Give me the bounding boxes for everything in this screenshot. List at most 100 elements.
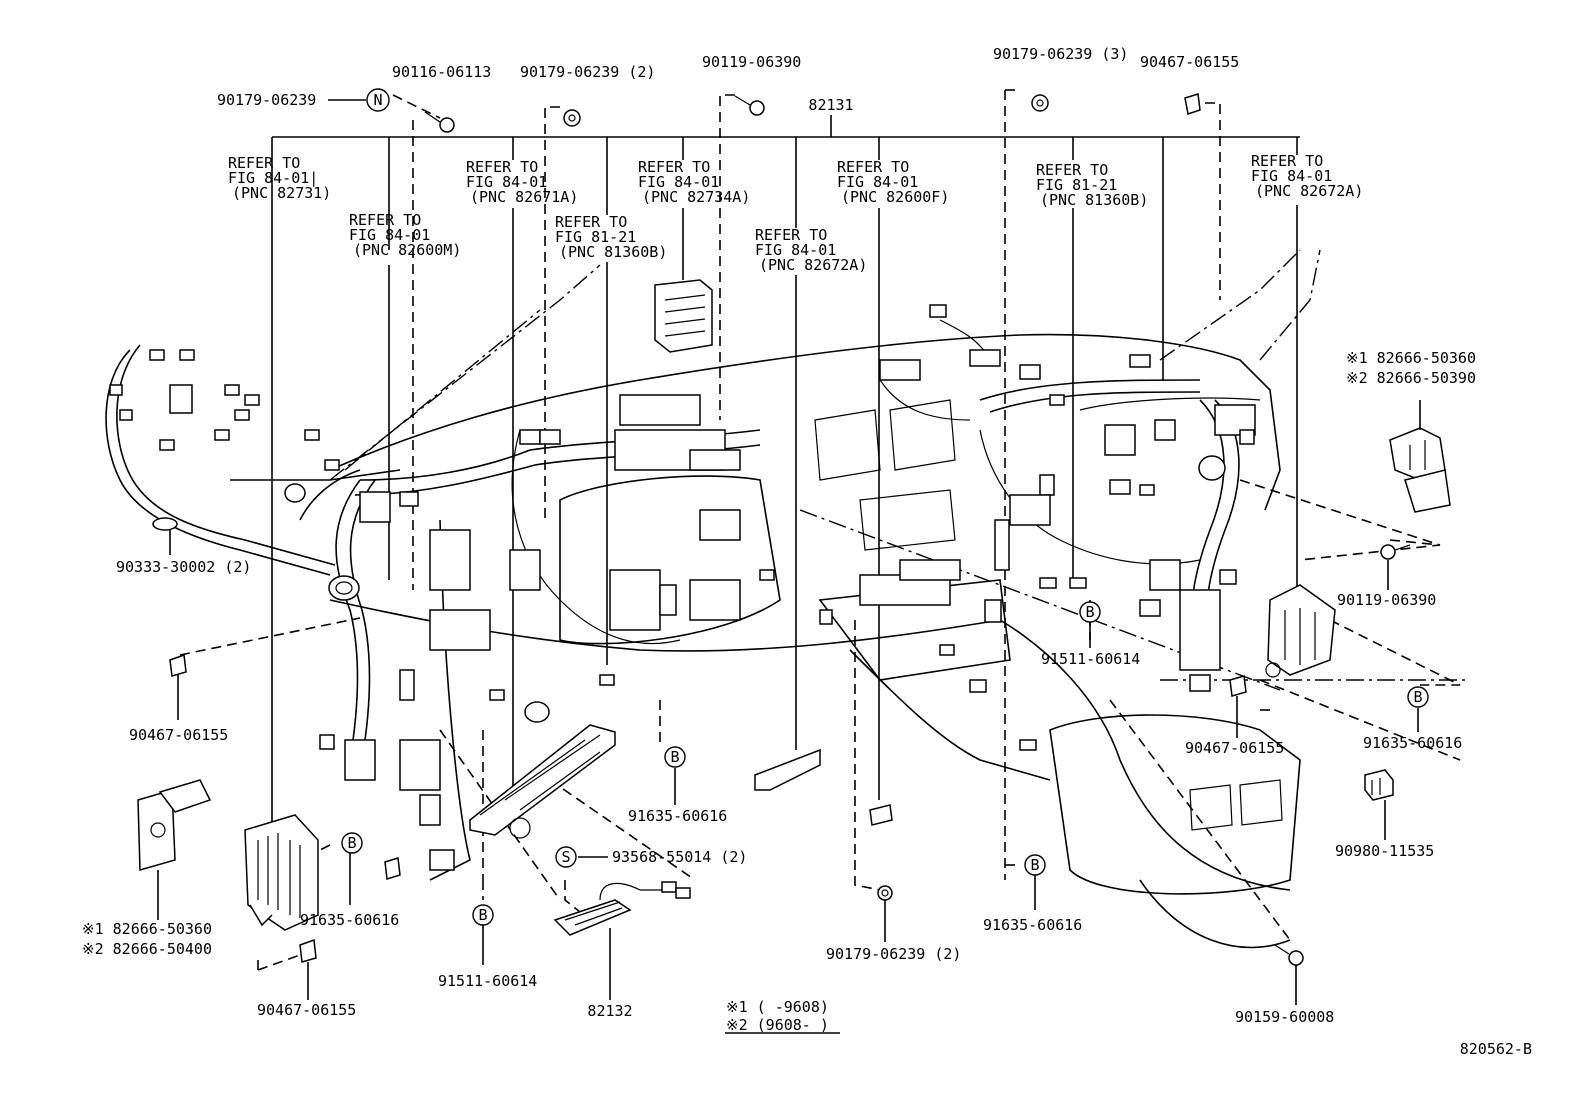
part-label: 90179-06239 (2): [520, 63, 655, 81]
part-label: 90119-06390: [1337, 591, 1436, 609]
grommet-small: [284, 483, 306, 503]
refer-note-line: FIG 84-01: [466, 173, 547, 191]
part-label: 91511-60614: [1041, 650, 1140, 668]
refer-note-line: (PNC 81360B): [1040, 191, 1148, 209]
part-label: 91635-60616: [300, 911, 399, 929]
refer-note: REFER TO FIG 84-01 (PNC 82672A): [1251, 152, 1363, 200]
junction-block-right: [1265, 584, 1336, 678]
refer-note-line: (PNC 82600M): [353, 241, 461, 259]
b-symbol: [1024, 854, 1046, 876]
sub-assembly-number: 82132: [587, 1002, 632, 1020]
refer-note: REFER TO FIG 84-01 (PNC 82671A): [466, 158, 578, 206]
instrument-panel-outline: [299, 249, 1321, 949]
b-symbol: [664, 746, 686, 768]
refer-note-line: FIG 84-01: [837, 173, 918, 191]
refer-note-line: REFER TO: [755, 226, 827, 244]
wire-harness: [105, 319, 1240, 761]
legend-line: ※1 ( -9608): [726, 998, 829, 1016]
refer-note-line: (PNC 81360B): [559, 243, 667, 261]
refer-note-line: FIG 84-01: [755, 241, 836, 259]
grommet-left: [328, 575, 360, 601]
part-label: 90467-06155: [1140, 53, 1239, 71]
pad-center: [869, 804, 893, 826]
part-label: 93568-55014 (2): [612, 848, 747, 866]
part-label: 91635-60616: [628, 807, 727, 825]
refer-note-line: (PNC 82671A): [470, 188, 578, 206]
connector-82132: [553, 881, 691, 936]
part-label: 90179-06239 (2): [826, 945, 961, 963]
refer-note-line: (PNC 82600F): [841, 188, 949, 206]
nut-icon: [563, 109, 581, 127]
b-symbol-text: B: [670, 748, 679, 766]
clip-icon: [384, 857, 401, 880]
b-symbol: [1079, 601, 1101, 623]
part-label: 90467-06155: [129, 726, 228, 744]
b-symbol-text: B: [1030, 856, 1039, 874]
b-symbol-text: B: [478, 906, 487, 924]
refer-note-line: FIG 81-21: [1036, 176, 1117, 194]
refer-note-line: (PNC 82734A): [642, 188, 750, 206]
part-label: 90333-30002 (2): [116, 558, 251, 576]
refer-note-line: (PNC 82731): [232, 184, 331, 202]
b-symbol: [341, 832, 363, 854]
refer-note-line: REFER TO: [837, 158, 909, 176]
nut-icon: [877, 885, 893, 901]
part-label: 90159-60008: [1235, 1008, 1334, 1026]
part-label: 90119-06390: [702, 53, 801, 71]
refer-note-line: REFER TO: [228, 154, 300, 172]
nut-icon: [1031, 94, 1049, 112]
refer-note-line: REFER TO: [1251, 152, 1323, 170]
refer-note-line: FIG 84-01: [1251, 167, 1332, 185]
b-symbol-text: B: [347, 834, 356, 852]
part-label: 91635-60616: [983, 916, 1082, 934]
bracket-center: [754, 748, 821, 791]
figure-number: 820562-B: [1460, 1040, 1532, 1058]
refer-note: REFER TO FIG 84-01 (PNC 82734A): [638, 158, 750, 206]
refer-note-line: REFER TO: [1036, 161, 1108, 179]
s-symbol: [555, 846, 577, 868]
relay-note: ※1 82666-50360: [82, 920, 212, 938]
screw-icon: [1274, 944, 1304, 966]
relay-note: ※2 82666-50390: [1346, 369, 1476, 387]
relay-note: ※1 82666-50360: [1346, 349, 1476, 367]
bolt-icon: [734, 95, 765, 116]
part-label: 90467-06155: [1185, 739, 1284, 757]
grommet-right: [1198, 455, 1226, 481]
refer-note-line: (PNC 82672A): [759, 256, 867, 274]
clip-icon: [1184, 93, 1201, 115]
part-label: 90467-06155: [257, 1001, 356, 1019]
part-label: 90179-06239: [217, 91, 316, 109]
refer-note-line: FIG 81-21: [555, 228, 636, 246]
bolt-icon: [1380, 544, 1411, 560]
part-label: 90116-06113: [392, 63, 491, 81]
clip-icon: [1229, 675, 1247, 697]
n-symbol-text: N: [373, 91, 382, 109]
b-symbol: [1407, 686, 1429, 708]
label-leaders: [157, 99, 1421, 1034]
legend-line: ※2 (9608- ): [726, 1016, 829, 1034]
n-symbol: [366, 88, 390, 112]
fasteners: [169, 93, 1411, 966]
bolt-icon: [424, 111, 455, 133]
junction-block-left: [244, 814, 319, 931]
connector-small-right: [1364, 769, 1394, 801]
clip-icon: [299, 938, 317, 963]
symbol-markers: N B B B S B B B: [341, 88, 1429, 926]
refer-note: REFER TO FIG 84-01 (PNC 82600F): [837, 158, 949, 206]
relay-left: [137, 779, 212, 871]
refer-note-line: REFER TO: [466, 158, 538, 176]
grommet-loose: [152, 517, 178, 531]
part-label: 90980-11535: [1335, 842, 1434, 860]
grommet-center: [524, 701, 550, 723]
refer-note-line: REFER TO: [555, 213, 627, 231]
refer-note: REFER TO FIG 81-21 (PNC 81360B): [555, 213, 667, 261]
part-label: 91635-60616: [1363, 734, 1462, 752]
refer-note-line: FIG 84-01|: [228, 169, 318, 187]
b-symbol-text: B: [1413, 688, 1422, 706]
refer-note: REFER TO FIG 81-21 (PNC 81360B): [1036, 161, 1148, 209]
labels: 82131 82132 820562-B 90179-06239 90116-0…: [82, 45, 1532, 1058]
part-label: 91511-60614: [438, 972, 537, 990]
refer-note-line: REFER TO: [349, 211, 421, 229]
connectors: [109, 304, 1256, 871]
